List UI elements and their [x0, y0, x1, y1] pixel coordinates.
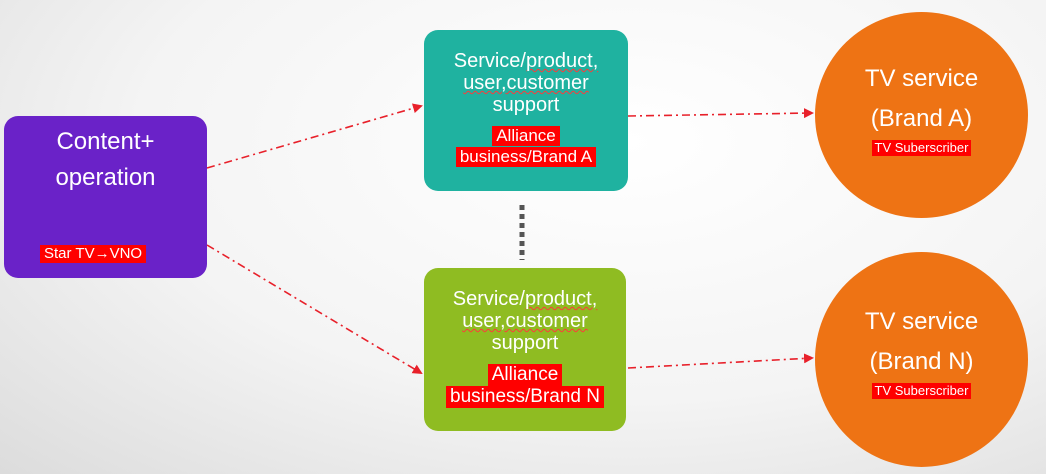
tv-a-subscriber-tag: TV Suberscriber — [871, 140, 972, 156]
service-n-line1-text: product, — [524, 288, 598, 310]
service-a-line3: support — [492, 94, 560, 116]
tv-n-line1: TV service — [864, 308, 979, 335]
service-box-brand-a: Service/product, user,customer support A… — [424, 30, 628, 191]
arrow-content-to-service-a — [206, 103, 423, 169]
service-n-tag-line1: Alliance — [487, 364, 563, 386]
service-box-brand-n: Service/product, user,customer support A… — [424, 268, 626, 431]
service-n-line3: support — [491, 332, 559, 354]
arrow-service-a-to-tv-a — [627, 108, 814, 119]
service-a-line1-text: product, — [525, 50, 599, 72]
content-operation-box: Content+ operation Star TV→VNO — [4, 116, 207, 278]
content-title-line1: Content+ — [56, 128, 155, 155]
tv-a-line1: TV service — [864, 65, 979, 92]
tv-n-subscriber-tag: TV Suberscriber — [871, 383, 972, 399]
service-n-line2: user,customer — [462, 310, 588, 332]
tv-a-line2: (Brand A) — [870, 105, 973, 132]
service-a-line1: Service/product, — [453, 50, 599, 72]
service-n-tag-line2: business/Brand N — [446, 386, 604, 408]
arrow-service-n-to-tv-n — [627, 353, 814, 369]
star-tv-vno-tag: Star TV→VNO — [40, 245, 147, 263]
service-a-tag-line1: Alliance — [492, 126, 560, 146]
tv-service-circle-brand-n: TV service (Brand N) TV Suberscriber — [815, 252, 1028, 467]
tv-service-circle-brand-a: TV service (Brand A) TV Suberscriber — [815, 12, 1028, 218]
service-a-tag-line2: business/Brand A — [455, 147, 597, 167]
service-a-line2: user,customer — [463, 72, 589, 94]
tv-n-line2: (Brand N) — [869, 348, 974, 375]
service-n-line1: Service/product, — [452, 288, 598, 310]
content-title-line2: operation — [55, 164, 156, 191]
arrow-content-to-service-n — [206, 244, 423, 375]
